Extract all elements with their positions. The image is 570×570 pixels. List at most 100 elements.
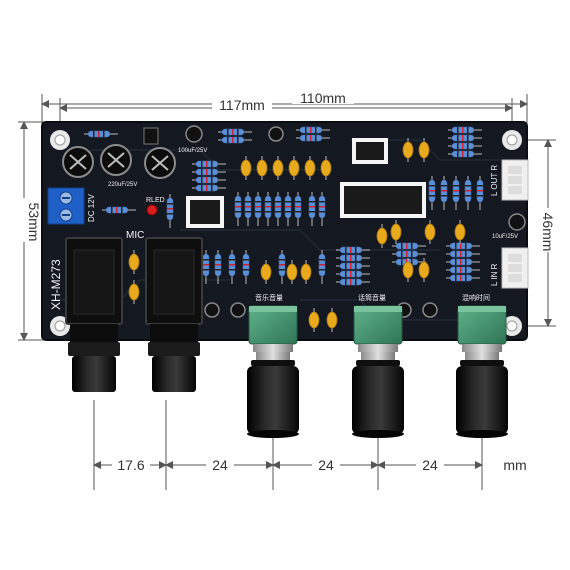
resistor: [254, 192, 262, 226]
resistor: [192, 184, 226, 192]
power-terminal: [47, 187, 85, 225]
tantalum-capacitor: [272, 156, 284, 180]
resistor: [446, 250, 480, 258]
tantalum-capacitor: [308, 308, 320, 332]
volume-knob-3[interactable]: [456, 305, 508, 438]
resistor: [318, 192, 326, 226]
resistor: [336, 254, 370, 262]
dim-hole-height: 46mm: [540, 213, 556, 252]
resistor: [278, 250, 286, 284]
resistor: [214, 250, 222, 284]
dimension-annotations: 117mm 110mm 53mm 46mm 17.6 24 24 24 mm: [16, 90, 556, 490]
dim-spacing-2: 24: [212, 457, 228, 473]
resistor: [192, 160, 226, 168]
resistor: [274, 192, 282, 226]
power-label: DC 12V: [87, 193, 96, 222]
resistor: [218, 128, 252, 136]
resistor: [336, 246, 370, 254]
resistor: [244, 192, 252, 226]
resistor: [428, 176, 436, 210]
resistor: [448, 126, 482, 134]
resistor: [446, 242, 480, 250]
resistors: [84, 126, 484, 286]
tantalum-capacitor: [376, 224, 388, 248]
tantalum-capacitor: [300, 260, 312, 284]
dim-spacing-3: 24: [318, 457, 334, 473]
tantalum-capacitor: [260, 260, 272, 284]
resistor: [464, 176, 472, 210]
tantalum-capacitor: [418, 138, 430, 162]
knob-label-echo: 混响时间: [462, 293, 490, 302]
tantalum-capacitor: [288, 156, 300, 180]
resistor: [336, 270, 370, 278]
resistor: [336, 262, 370, 270]
resistor: [234, 192, 242, 226]
resistor: [284, 192, 292, 226]
resistor: [446, 266, 480, 274]
resistor: [452, 176, 460, 210]
mounting-holes: [50, 130, 522, 336]
dim-unit: mm: [503, 457, 526, 473]
output-connector: [501, 159, 529, 201]
dim-spacing-4: 24: [422, 457, 438, 473]
resistor: [392, 242, 426, 250]
tantalum-capacitor: [128, 250, 140, 274]
out-label: L OUT R: [490, 165, 499, 196]
tantalum-capacitor: [304, 156, 316, 180]
tantalum-capacitors: [128, 138, 466, 332]
in-label: L IN R: [490, 263, 499, 286]
resistor: [296, 134, 330, 142]
tantalum-capacitor: [454, 220, 466, 244]
resistor: [228, 250, 236, 284]
resistor: [318, 250, 326, 284]
led-label: RLED: [146, 197, 165, 204]
tantalum-capacitor: [402, 258, 414, 282]
knob-label-mic: 话筒音量: [358, 293, 386, 302]
dim-overall-width: 117mm: [219, 97, 265, 113]
tantalum-capacitor: [418, 258, 430, 282]
resistor: [448, 142, 482, 150]
dim-hole-width: 110mm: [300, 90, 346, 106]
resistor: [336, 278, 370, 286]
resistor: [448, 150, 482, 158]
resistor: [166, 194, 174, 228]
resistor: [446, 258, 480, 266]
resistor: [264, 192, 272, 226]
volume-knob-1[interactable]: [247, 305, 299, 438]
led-indicator: [146, 204, 158, 216]
resistor: [202, 250, 210, 284]
cap-label-10uf: 10uF/25V: [492, 234, 518, 240]
tantalum-capacitor: [240, 156, 252, 180]
resistor: [102, 206, 136, 214]
resistor: [392, 250, 426, 258]
tantalum-capacitor: [424, 220, 436, 244]
cap-label-220uf: 220uF/25V: [108, 182, 137, 188]
resistor: [446, 274, 480, 282]
tantalum-capacitor: [256, 156, 268, 180]
resistor: [294, 192, 302, 226]
knob-label-music: 音乐音量: [255, 293, 283, 302]
dim-overall-height: 53mm: [26, 203, 42, 242]
resistor: [308, 192, 316, 226]
tantalum-capacitor: [320, 156, 332, 180]
resistor: [242, 250, 250, 284]
resistor: [218, 136, 252, 144]
cap-label-100uf: 100uF/25V: [178, 148, 207, 154]
mic-label: MIC: [126, 230, 144, 241]
mic-jack-2: [145, 237, 203, 392]
tantalum-capacitor: [128, 280, 140, 304]
resistor: [192, 176, 226, 184]
resistor: [84, 130, 118, 138]
tantalum-capacitor: [390, 220, 402, 244]
resistor: [476, 176, 484, 210]
tantalum-capacitor: [402, 138, 414, 162]
tantalum-capacitor: [326, 308, 338, 332]
resistor: [440, 176, 448, 210]
resistor: [448, 134, 482, 142]
transistor: [143, 127, 159, 145]
tantalum-capacitor: [286, 260, 298, 284]
ic-chips: [186, 138, 426, 228]
input-connector: [501, 247, 529, 289]
volume-knob-2[interactable]: [352, 305, 404, 438]
